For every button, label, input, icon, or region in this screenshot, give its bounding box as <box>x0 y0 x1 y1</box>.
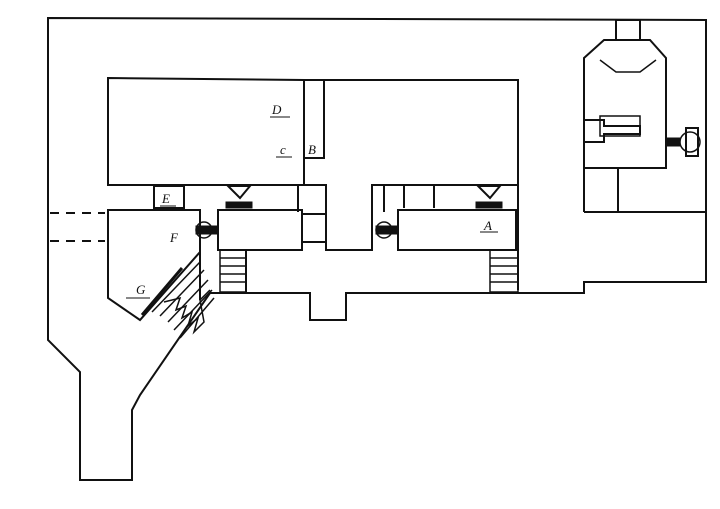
center-notch <box>304 79 325 159</box>
label-e: E <box>161 191 170 206</box>
room-e <box>153 185 185 209</box>
right-tower <box>583 19 706 213</box>
stairs-a <box>489 249 519 293</box>
machine-a <box>375 209 517 251</box>
mount-a <box>475 185 503 209</box>
label-f: F <box>169 230 179 245</box>
label-d: D <box>271 102 282 117</box>
door-g <box>140 267 184 316</box>
stairs-f <box>219 249 247 293</box>
outer-wall <box>47 16 707 481</box>
left-block <box>107 76 305 186</box>
machine-f <box>195 209 327 251</box>
tower-wheel <box>665 127 701 157</box>
lower-corridor <box>153 185 519 293</box>
stairs-g <box>151 261 215 339</box>
room-fg <box>107 209 201 322</box>
right-block <box>304 79 519 251</box>
label-b: B <box>308 142 316 157</box>
left-passage <box>50 212 105 242</box>
label-c: c <box>280 142 286 157</box>
label-a: A <box>483 218 492 233</box>
mount-f <box>225 185 253 209</box>
label-underlines <box>126 116 498 299</box>
label-g: G <box>136 282 146 297</box>
